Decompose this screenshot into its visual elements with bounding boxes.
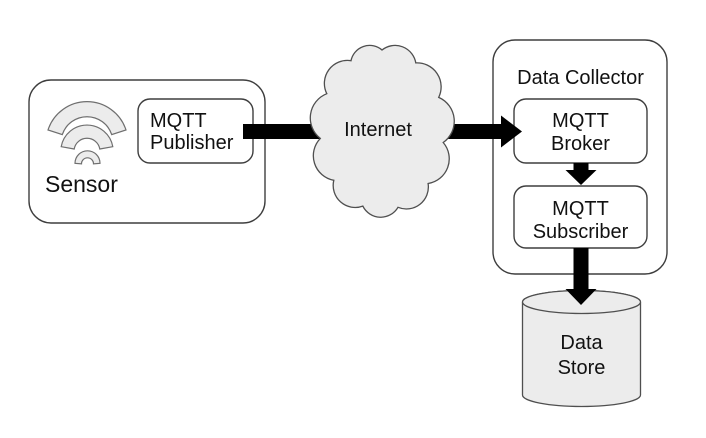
arrow-head [565, 289, 597, 305]
arrow-shaft [573, 248, 589, 290]
data-store-label-line1: Data [560, 332, 603, 354]
subscriber-to-store-arrow [565, 248, 597, 305]
internet-label: Internet [344, 119, 412, 141]
mqtt-publisher-label-line2: Publisher [150, 132, 234, 154]
wifi-arc-inner [74, 150, 101, 165]
sensor-label: Sensor [45, 171, 118, 197]
mqtt-broker-label-line1: MQTT [552, 110, 609, 132]
internet-cloud [309, 44, 455, 218]
mqtt-publisher-label-line1: MQTT [150, 110, 207, 132]
wifi-signal-icon [47, 101, 127, 165]
data-collector-label: Data Collector [517, 67, 644, 89]
wifi-arc-outer [47, 101, 127, 136]
arrow-head [565, 170, 597, 185]
data-store-label-line2: Store [558, 357, 606, 379]
wifi-arc-middle [60, 124, 114, 150]
mqtt-subscriber-label-line2: Subscriber [533, 221, 629, 243]
broker-to-subscriber-arrow [565, 163, 597, 185]
mqtt-broker-label-line2: Broker [551, 133, 610, 155]
arrow-shaft [573, 163, 589, 171]
arrow-head [501, 115, 522, 148]
mqtt-subscriber-label-line1: MQTT [552, 198, 609, 220]
